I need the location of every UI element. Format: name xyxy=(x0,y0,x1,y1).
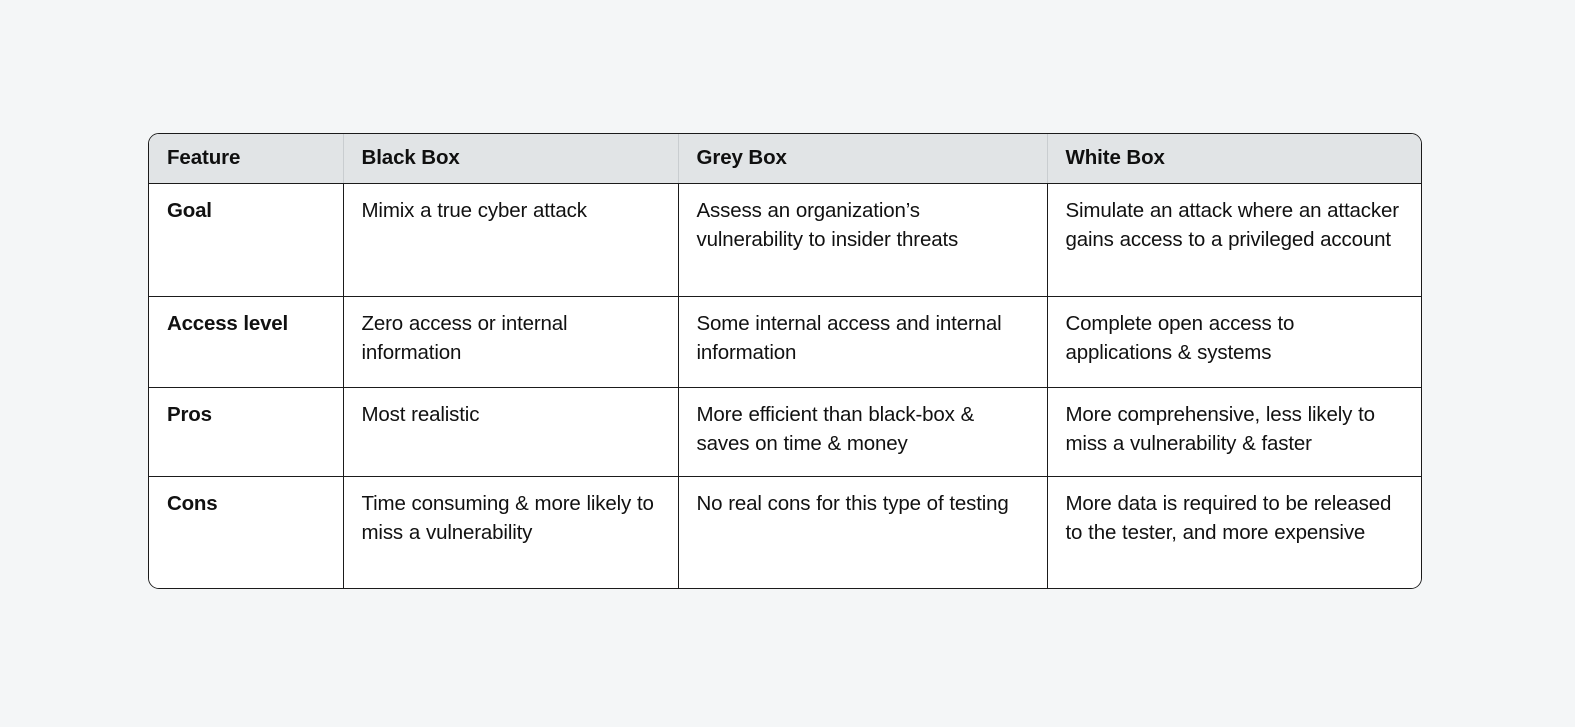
cell-black-box-goal: Mimix a true cyber attack xyxy=(343,183,679,297)
comparison-table-container: Feature Black Box Grey Box White Box Goa… xyxy=(148,133,1422,589)
table-header: Feature Black Box Grey Box White Box xyxy=(149,134,1421,184)
table-body: Goal Mimix a true cyber attack Assess an… xyxy=(149,183,1421,588)
column-header-grey-box[interactable]: Grey Box xyxy=(678,134,1048,184)
cell-black-box-cons: Time consuming & more likely to miss a v… xyxy=(343,476,679,588)
cell-grey-box-pros: More efficient than black-box & saves on… xyxy=(678,387,1048,477)
comparison-table: Feature Black Box Grey Box White Box Goa… xyxy=(149,134,1421,588)
table-row: Access level Zero access or internal inf… xyxy=(149,296,1421,388)
column-header-white-box[interactable]: White Box xyxy=(1047,134,1421,184)
table-row: Cons Time consuming & more likely to mis… xyxy=(149,476,1421,588)
cell-feature-pros: Pros xyxy=(149,387,344,477)
cell-white-box-access-level: Complete open access to applications & s… xyxy=(1047,296,1421,388)
cell-white-box-cons: More data is required to be released to … xyxy=(1065,491,1392,544)
cell-feature-goal: Goal xyxy=(149,183,344,297)
cell-black-box-pros: Most realistic xyxy=(343,387,679,477)
cell-grey-box-cons: No real cons for this type of testing xyxy=(678,476,1048,588)
cell-black-box-access-level: Zero access or internal information xyxy=(343,296,679,388)
table-header-row: Feature Black Box Grey Box White Box xyxy=(149,134,1421,184)
cell-grey-box-access-level: Some internal access and internal inform… xyxy=(678,296,1048,388)
table-row: Pros Most realistic More efficient than … xyxy=(149,387,1421,477)
column-header-feature[interactable]: Feature xyxy=(149,134,344,184)
column-header-black-box[interactable]: Black Box xyxy=(343,134,679,184)
cell-white-box-goal: Simulate an attack where an attacker gai… xyxy=(1047,183,1421,297)
cell-feature-cons: Cons xyxy=(149,476,344,588)
cell-grey-box-goal: Assess an organization’s vulnerability t… xyxy=(678,183,1048,297)
cell-white-box-pros: More comprehensive, less likely to miss … xyxy=(1047,387,1421,477)
cell-feature-access-level: Access level xyxy=(149,296,344,388)
table-row: Goal Mimix a true cyber attack Assess an… xyxy=(149,183,1421,297)
